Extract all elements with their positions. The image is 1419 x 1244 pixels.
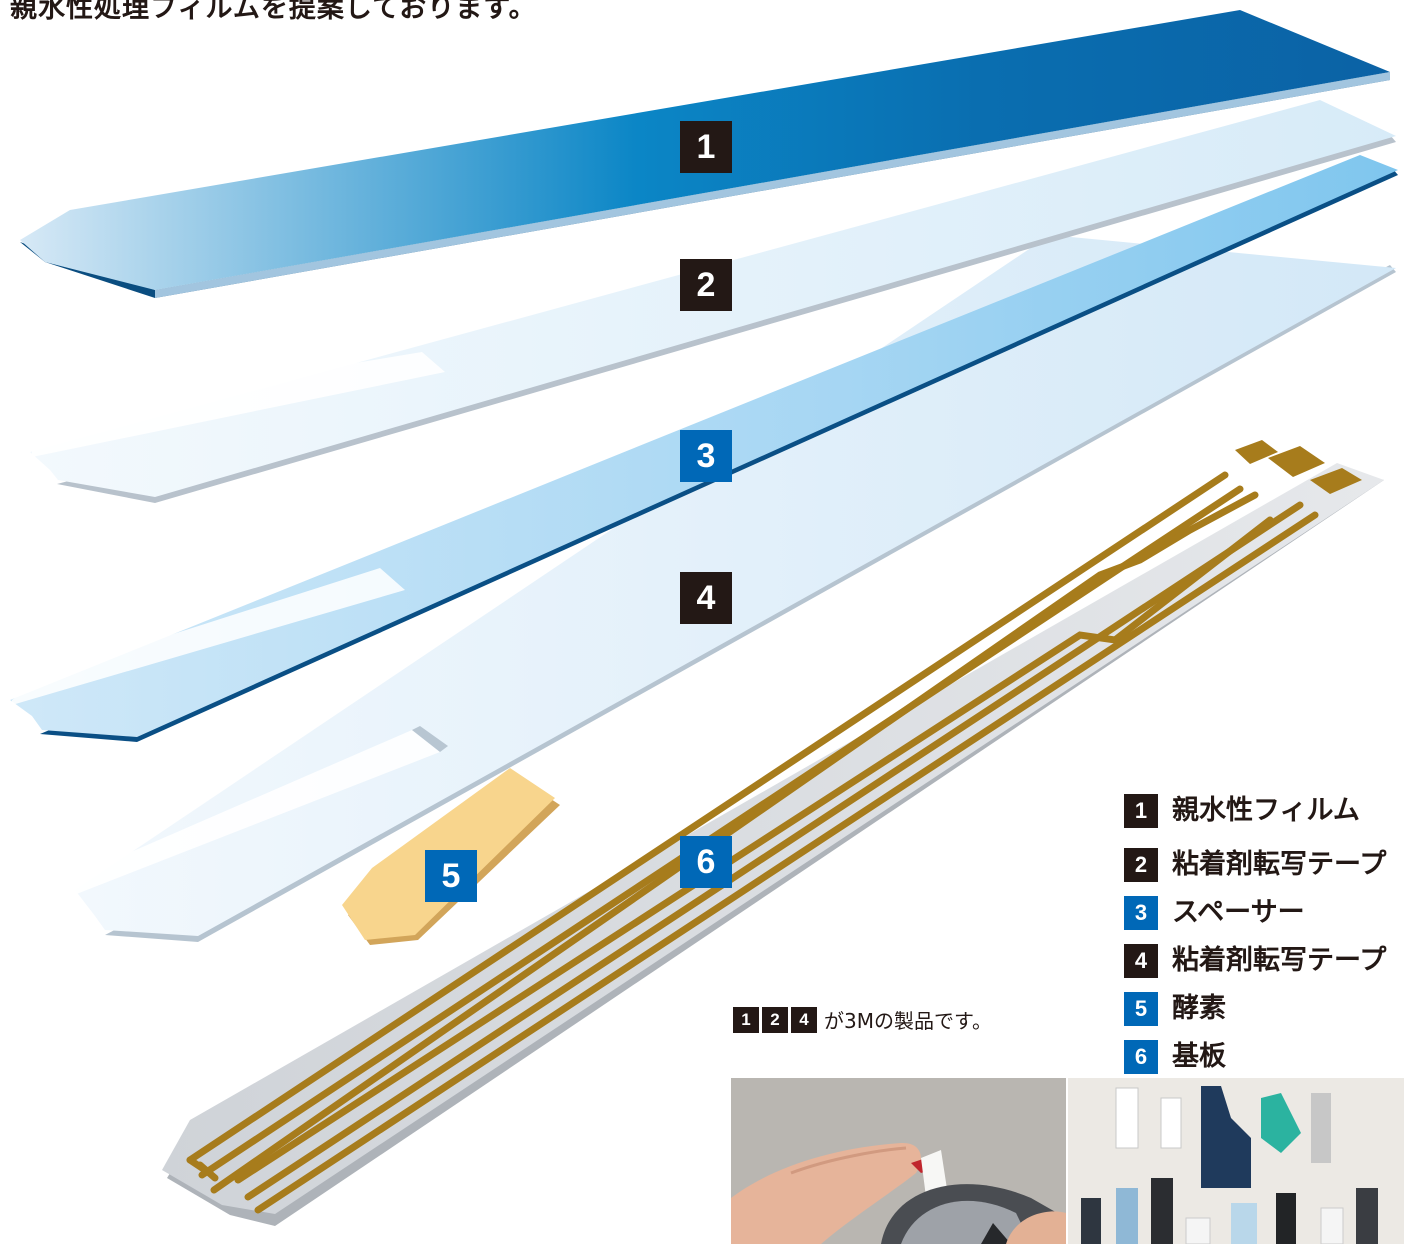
contact-pads bbox=[1235, 440, 1362, 494]
legend-badge: 5 bbox=[1124, 992, 1158, 1026]
product-photo bbox=[731, 1078, 1404, 1244]
legend-label: 基板 bbox=[1172, 1041, 1226, 1072]
electrode-traces bbox=[186, 471, 1319, 1214]
legend-label: 酵素 bbox=[1172, 993, 1226, 1024]
legend-label: スペーサー bbox=[1172, 897, 1305, 928]
layer-4-tape bbox=[74, 235, 1396, 942]
badge-layer-1: 1 bbox=[680, 121, 732, 173]
badge-layer-6: 6 bbox=[680, 836, 732, 888]
photo-illustration bbox=[731, 1078, 1404, 1244]
note-badge: 4 bbox=[791, 1006, 817, 1033]
badge-layer-2: 2 bbox=[680, 259, 732, 311]
legend-badge: 4 bbox=[1124, 944, 1158, 978]
legend-label: 粘着剤転写テープ bbox=[1172, 945, 1387, 976]
legend-badge: 2 bbox=[1124, 848, 1158, 882]
badge-layer-5: 5 bbox=[425, 850, 477, 902]
note-text: が3Mの製品です。 bbox=[824, 1009, 992, 1033]
badge-layer-3: 3 bbox=[680, 430, 732, 482]
badge-layer-4: 4 bbox=[680, 572, 732, 624]
legend-label: 粘着剤転写テープ bbox=[1172, 849, 1387, 880]
note-badge: 1 bbox=[733, 1006, 759, 1033]
legend-label: 親水性フィルム bbox=[1172, 795, 1360, 826]
intro-text: 親水性処理フィルムを提案しております。 bbox=[10, 0, 537, 24]
layer-6-substrate bbox=[162, 440, 1384, 1226]
legend-badge: 1 bbox=[1124, 794, 1158, 828]
legend-badge: 3 bbox=[1124, 896, 1158, 930]
legend-badge: 6 bbox=[1124, 1040, 1158, 1074]
note-badge: 2 bbox=[762, 1006, 788, 1033]
